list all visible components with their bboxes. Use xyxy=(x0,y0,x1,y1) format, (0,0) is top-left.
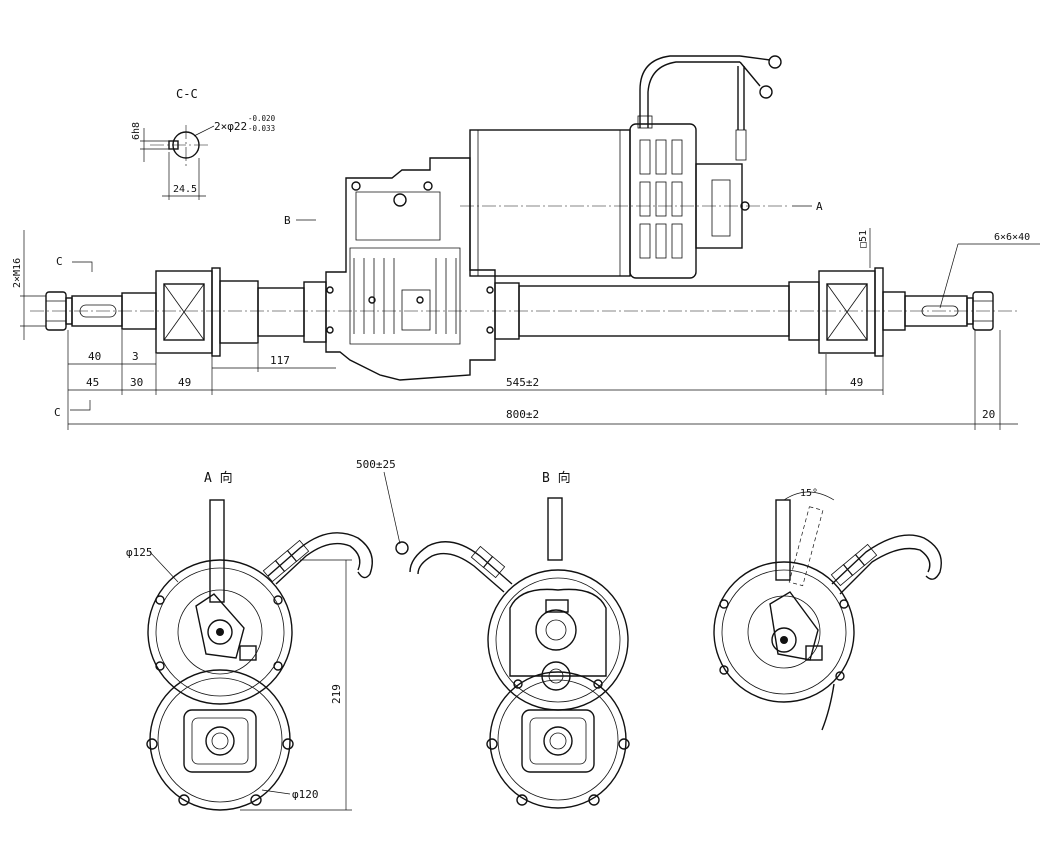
view-a: A 向 φ125 φ120 xyxy=(126,458,409,811)
dim-30: 30 xyxy=(130,376,143,389)
section-marker-top: C xyxy=(56,255,63,268)
view-a-title: A 向 xyxy=(204,470,233,486)
left-bearing-block xyxy=(155,267,221,357)
view-arrow-b-label: B xyxy=(284,214,291,227)
dia-gear-label: φ120 xyxy=(292,788,319,801)
section-marker-bottom: C xyxy=(54,406,61,419)
keyway-spec-label: 6×6×40 xyxy=(994,232,1030,243)
shaft-tol-upper: -0.020 xyxy=(248,114,276,123)
motor xyxy=(460,123,790,279)
angle-label: 15° xyxy=(800,488,818,499)
dim-20: 20 xyxy=(982,408,995,421)
dim-117: 117 xyxy=(270,354,290,367)
dim-545: 545±2 xyxy=(506,376,539,389)
side-view: A B C C 2×M16 □51 6×6×40 40 xyxy=(12,55,1040,430)
left-hub-nut xyxy=(45,291,73,331)
shaft-tol-lower: -0.033 xyxy=(248,124,275,133)
shaft-spec-label: 2×φ22 xyxy=(214,120,247,133)
dim-800: 800±2 xyxy=(506,408,539,421)
section-view-c-c: C-C 6h8 2×φ22 -0.020 -0.033 24.5 xyxy=(131,87,276,200)
dia-motor-label: φ125 xyxy=(126,546,153,559)
section-title: C-C xyxy=(176,87,198,101)
view-b-title: B 向 xyxy=(542,470,571,486)
right-bearing-block xyxy=(818,267,906,357)
dim-49-right: 49 xyxy=(850,376,863,389)
cable-length-label: 500±25 xyxy=(356,458,396,471)
key-width-label: 6h8 xyxy=(131,122,142,140)
motor-cable xyxy=(637,55,782,161)
dim-45: 45 xyxy=(86,376,99,389)
dim-49-left: 49 xyxy=(178,376,191,389)
thread-spec-label: 2×M16 xyxy=(12,258,23,288)
gearbox xyxy=(325,157,496,381)
right-hub-nut xyxy=(966,291,994,331)
view-brake: 15° xyxy=(713,488,942,731)
dim-40: 40 xyxy=(88,350,101,363)
dim-3: 3 xyxy=(132,350,139,363)
height-label: 219 xyxy=(330,684,343,704)
view-arrow-a-label: A xyxy=(816,200,823,213)
bearing-dia-label: □51 xyxy=(858,230,869,248)
view-b: B 向 xyxy=(409,470,630,809)
key-offset-label: 24.5 xyxy=(173,184,197,195)
